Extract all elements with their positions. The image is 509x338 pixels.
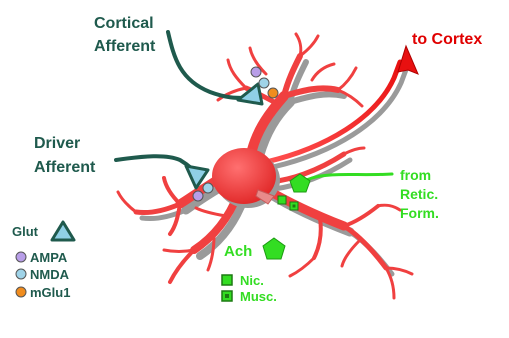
retic-afferent <box>278 174 392 210</box>
legend-nmda-dot <box>16 269 26 279</box>
from-retic-label-line3: Form. <box>400 205 439 221</box>
cortical-mglu1-receptor <box>268 88 278 98</box>
cortical-afferent-label-line1: Cortical <box>94 15 154 32</box>
driver-ampa-receptor <box>193 191 203 201</box>
dendrite-bottom-left-branch-2 <box>164 250 194 252</box>
legend-mglu1-dot <box>16 287 26 297</box>
glut-legend: Glut AMPA NMDA mGlu1 <box>12 222 74 300</box>
legend-mglu1-label: mGlu1 <box>30 285 70 300</box>
dendrite-bottom-right-branch-2 <box>344 206 378 226</box>
cortical-nmda-receptor <box>259 78 269 88</box>
legend-ampa-dot <box>16 252 26 262</box>
dendrite-top-branch-5 <box>312 64 334 80</box>
dendrite-bottom-right-trunk <box>264 188 344 226</box>
dendrite-top-branch-2a <box>338 68 356 90</box>
retic-afferent-fiber <box>298 174 392 184</box>
dendrite-top-branch-3a <box>228 60 246 88</box>
dendrite-bottom-right-branch-1 <box>344 226 386 268</box>
dendrite-right-short-tip <box>344 148 364 154</box>
legend-ampa-label: AMPA <box>30 250 68 265</box>
driver-afferent-label-line2: Afferent <box>34 159 96 176</box>
dendrite-bottom-right-branch-3a <box>290 258 314 276</box>
legend-musc-label: Musc. <box>240 289 277 304</box>
cortical-afferent-fiber <box>168 32 244 98</box>
to-cortex-label: to Cortex <box>412 31 482 48</box>
driver-nmda-receptor <box>203 183 213 193</box>
legend-nic-square <box>222 275 232 285</box>
legend-ach-pentagon <box>263 238 285 259</box>
cortical-ampa-receptor <box>251 67 261 77</box>
legend-nmda-label: NMDA <box>30 267 70 282</box>
retic-nic-receptor <box>278 196 286 204</box>
legend-glut-label: Glut <box>12 224 39 239</box>
dendrite-bottom-left-branch-4 <box>196 208 226 216</box>
dendrite-bottom-right-branch-4 <box>342 240 360 266</box>
driver-afferent-label-line1: Driver <box>34 135 80 152</box>
ach-legend: Ach Nic. Musc. <box>222 238 285 304</box>
dendrite-bottom-right-branch-3 <box>314 218 321 258</box>
dendrite-left-branch-2 <box>164 178 180 204</box>
dendrite-left-branch-1 <box>136 204 180 213</box>
dendrite-bottom-right-branch-2a <box>378 205 400 210</box>
legend-ach-label: Ach <box>224 243 252 260</box>
dendrite-top-branch-1b <box>300 36 318 56</box>
from-retic-label-line1: from <box>400 167 431 183</box>
from-retic-label-line2: Retic. <box>400 186 438 202</box>
dendrite-top-branch-1a <box>296 34 301 56</box>
legend-glut-triangle <box>52 222 74 240</box>
dendrite-bottom-left-branch-1 <box>170 250 194 282</box>
dendrite-left-branch-1a <box>118 192 136 212</box>
legend-nic-label: Nic. <box>240 273 264 288</box>
cortical-afferent-label-line2: Afferent <box>94 38 156 55</box>
